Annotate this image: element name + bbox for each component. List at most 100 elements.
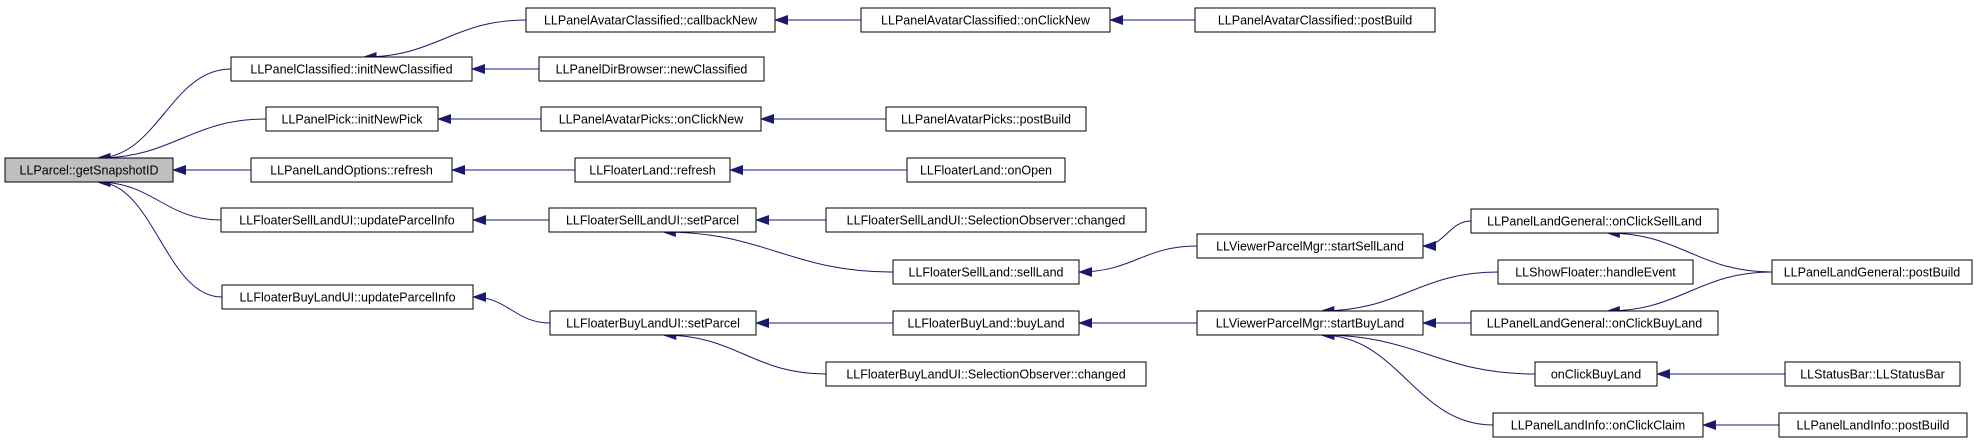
edge-n26-to-n21 <box>1320 330 1494 426</box>
node-box <box>538 56 765 82</box>
node-box <box>1470 208 1719 234</box>
node-label: LLPanelAvatarClassified::callbackNew <box>544 14 758 28</box>
node-box <box>1778 412 1968 438</box>
node-label: LLPanelLandGeneral::onClickSellLand <box>1487 215 1702 229</box>
node-box <box>1196 233 1424 259</box>
node-box <box>906 157 1066 183</box>
edge-n20-to-n16 <box>1078 245 1198 277</box>
node-label: LLFloaterLand::refresh <box>589 164 716 178</box>
node-label: LLPanelClassified::initNewClassified <box>250 63 452 77</box>
node-label: LLPanelAvatarClassified::postBuild <box>1218 14 1412 28</box>
edge-n27-to-n24 <box>1605 271 1773 316</box>
node-label: LLFloaterSellLandUI::SelectionObserver::… <box>847 214 1126 228</box>
graph-node[interactable]: LLPanelAvatarClassified::postBuild <box>1194 7 1436 33</box>
graph-node[interactable]: LLPanelAvatarPicks::postBuild <box>885 106 1087 132</box>
graph-node[interactable]: LLPanelAvatarClassified::callbackNew <box>525 7 776 33</box>
edge-n5-to-n0 <box>96 177 223 298</box>
node-label: LLPanelLandOptions::refresh <box>270 164 433 178</box>
graph-node[interactable]: LLPanelLandInfo::onClickClaim <box>1492 412 1704 438</box>
node-box <box>574 157 731 183</box>
graph-node[interactable]: LLViewerParcelMgr::startSellLand <box>1196 233 1424 259</box>
graph-node[interactable]: LLFloaterBuyLandUI::SelectionObserver::c… <box>825 361 1147 387</box>
node-label: LLPanelLandInfo::onClickClaim <box>1511 419 1685 433</box>
nodes-layer: LLParcel::getSnapshotID LLPanelClassified… <box>4 7 1973 438</box>
node-box <box>1196 310 1424 336</box>
graph-node[interactable]: LLFloaterBuyLandUI::updateParcelInfo <box>221 284 474 310</box>
node-label: LLFloaterBuyLand::buyLand <box>907 317 1064 331</box>
node-box <box>1771 259 1973 285</box>
node-box <box>825 207 1147 233</box>
graph-node[interactable]: LLFloaterLand::onOpen <box>906 157 1066 183</box>
edge-n23-to-n21 <box>1320 271 1499 316</box>
edge-n27-to-n22 <box>1605 228 1773 273</box>
node-box <box>1470 310 1719 336</box>
root-node[interactable]: LLParcel::getSnapshotID <box>4 157 174 183</box>
node-box <box>1492 412 1704 438</box>
graph-node[interactable]: LLFloaterSellLandUI::SelectionObserver::… <box>825 207 1147 233</box>
edge-n2-to-n0 <box>96 118 267 163</box>
node-box <box>1784 361 1961 387</box>
edge-n6-to-n1 <box>362 19 527 62</box>
node-label: LLViewerParcelMgr::startBuyLand <box>1216 317 1405 331</box>
graph-node[interactable]: LLPanelLandOptions::refresh <box>250 157 453 183</box>
graph-node[interactable]: LLFloaterSellLandUI::updateParcelInfo <box>220 207 474 233</box>
node-box <box>892 259 1080 285</box>
graph-node[interactable]: LLPanelLandGeneral::onClickSellLand <box>1470 208 1719 234</box>
graph-node[interactable]: LLPanelClassified::initNewClassified <box>230 56 473 82</box>
graph-node[interactable]: LLFloaterLand::refresh <box>574 157 731 183</box>
graph-node[interactable]: LLFloaterSellLandUI::setParcel <box>548 207 757 233</box>
node-label: LLFloaterLand::onOpen <box>920 164 1052 178</box>
graph-node[interactable]: LLShowFloater::handleEvent <box>1497 259 1694 285</box>
node-label: LLFloaterSellLandUI::setParcel <box>566 214 739 228</box>
graph-node[interactable]: LLFloaterBuyLand::buyLand <box>892 310 1080 336</box>
node-box <box>892 310 1080 336</box>
node-box <box>265 106 439 132</box>
node-label: LLPanelAvatarClassified::onClickNew <box>881 14 1091 28</box>
node-label: LLPanelAvatarPicks::postBuild <box>901 113 1071 127</box>
graph-node[interactable]: LLPanelLandGeneral::postBuild <box>1771 259 1973 285</box>
node-label: LLPanelPick::initNewPick <box>281 113 423 127</box>
node-label: LLPanelLandGeneral::postBuild <box>1784 266 1961 280</box>
graph-node[interactable]: LLFloaterBuyLandUI::setParcel <box>549 310 757 336</box>
node-box <box>825 361 1147 387</box>
node-label: LLFloaterBuyLandUI::updateParcelInfo <box>239 291 455 305</box>
edges-layer <box>96 15 1786 430</box>
node-label: LLFloaterBuyLandUI::SelectionObserver::c… <box>846 368 1125 382</box>
node-label: LLFloaterSellLandUI::updateParcelInfo <box>239 214 454 228</box>
edge-n4-to-n0 <box>96 177 222 221</box>
edge-n25-to-n21 <box>1320 330 1536 375</box>
node-label: LLPanelLandInfo::postBuild <box>1797 419 1950 433</box>
node-label: onClickBuyLand <box>1551 368 1641 382</box>
edge-n18-to-n11 <box>662 330 827 375</box>
graph-node[interactable]: onClickBuyLand <box>1534 361 1658 387</box>
node-box <box>860 7 1111 33</box>
node-label: LLFloaterBuyLandUI::setParcel <box>566 317 740 331</box>
node-box <box>230 56 473 82</box>
graph-node[interactable]: LLPanelLandGeneral::onClickBuyLand <box>1470 310 1719 336</box>
node-box <box>1194 7 1436 33</box>
graph-node[interactable]: LLPanelLandInfo::postBuild <box>1778 412 1968 438</box>
graph-node[interactable]: LLViewerParcelMgr::startBuyLand <box>1196 310 1424 336</box>
node-box <box>221 284 474 310</box>
node-box <box>1497 259 1694 285</box>
graph-node[interactable]: LLPanelAvatarClassified::onClickNew <box>860 7 1111 33</box>
node-box <box>540 106 762 132</box>
edge-n11-to-n5 <box>472 292 551 324</box>
graph-node[interactable]: LLPanelAvatarPicks::onClickNew <box>540 106 762 132</box>
edge-n1-to-n0 <box>96 68 232 163</box>
node-box <box>525 7 776 33</box>
node-box <box>1534 361 1658 387</box>
graph-node[interactable]: LLPanelDirBrowser::newClassified <box>538 56 765 82</box>
node-label: LLPanelAvatarPicks::onClickNew <box>559 113 745 127</box>
node-label: LLParcel::getSnapshotID <box>20 164 159 178</box>
graph-node[interactable]: LLPanelPick::initNewPick <box>265 106 439 132</box>
edge-n16-to-n10 <box>661 227 894 273</box>
node-box <box>885 106 1087 132</box>
node-box <box>220 207 474 233</box>
edge-n22-to-n20 <box>1422 220 1472 251</box>
node-box <box>548 207 757 233</box>
graph-node[interactable]: LLFloaterSellLand::sellLand <box>892 259 1080 285</box>
node-label: LLStatusBar::LLStatusBar <box>1800 368 1945 382</box>
graph-node[interactable]: LLStatusBar::LLStatusBar <box>1784 361 1961 387</box>
